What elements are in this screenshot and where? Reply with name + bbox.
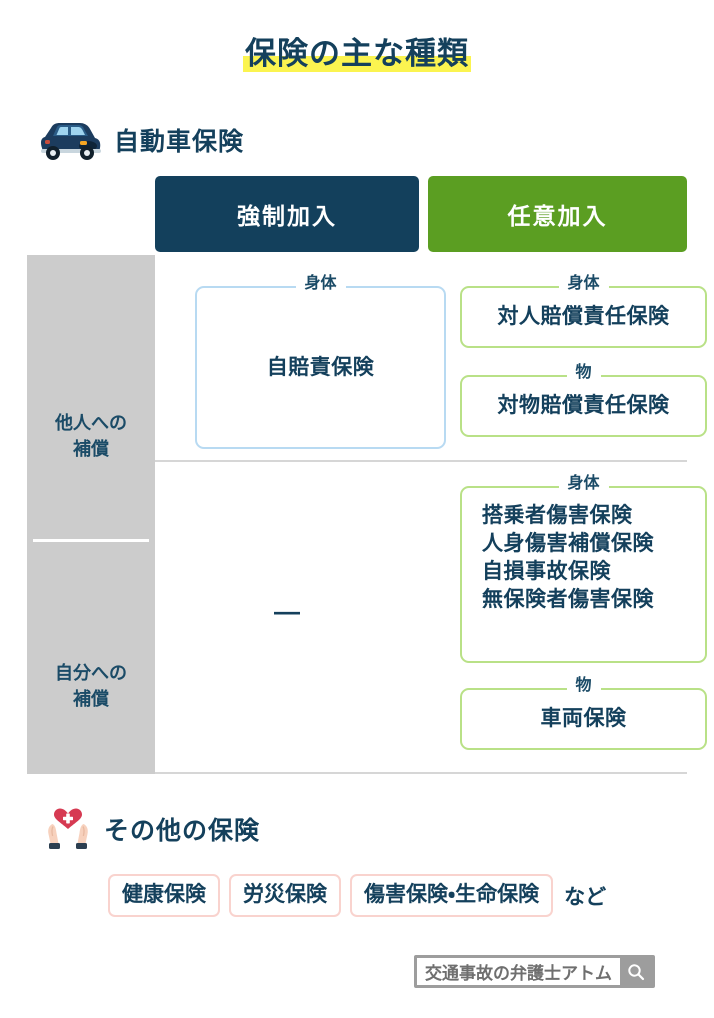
insurance-table: 強制加入 任意加入 他人への 補償 自分への 補償 身体 自賠責保険 身体 対人…	[27, 176, 707, 774]
insurance-item: 自賠責保険	[266, 355, 375, 379]
row-label-self-line1: 自分への	[55, 663, 127, 683]
box-taijin-baisho: 身体 対人賠償責任保険	[460, 276, 707, 348]
box-taibutsu-baisho-legend: 物	[566, 365, 601, 381]
section-heading-car-label: 自動車保険	[114, 128, 245, 156]
insurance-item: 無保険者傷害保険	[482, 587, 654, 611]
box-shatai-hoken-body: 車両保険	[462, 690, 705, 748]
insurance-item: 自損事故保険	[482, 559, 611, 583]
box-self-body-coverage-body: 搭乗者傷害保険 人身傷害補償保険 自損事故保険 無保険者傷害保険	[462, 502, 705, 614]
section-heading-other: その他の保険	[42, 806, 260, 852]
row-separator-middle	[155, 460, 687, 462]
column-header-optional-label: 任意加入	[507, 203, 608, 229]
mandatory-none-placeholder: —	[274, 596, 300, 626]
box-taibutsu-baisho-body: 対物賠償責任保険	[462, 377, 705, 435]
column-header-optional: 任意加入	[428, 176, 687, 252]
page-title-wrap: 保険の主な種類	[0, 36, 714, 72]
row-label-others-line2: 補償	[73, 439, 109, 460]
box-jibaiseki: 身体 自賠責保険	[195, 276, 446, 449]
watermark-search-box: 交通事故の弁護士アトム	[414, 955, 655, 988]
car-icon	[41, 123, 101, 160]
box-shatai-hoken: 物 車両保険	[460, 678, 707, 750]
tag-rosai-hoken: 労災保険	[229, 874, 341, 918]
tag-kenko-hoken: 健康保険	[108, 874, 220, 918]
row-label-self: 自分への 補償	[27, 660, 155, 712]
insurance-item: 人身傷害補償保険	[482, 531, 654, 555]
row-label-self-line2: 補償	[73, 689, 109, 710]
section-heading-car: 自動車保険	[36, 118, 244, 162]
row-label-others-line1: 他人への	[55, 413, 127, 433]
row-label-column: 他人への 補償 自分への 補償	[27, 255, 155, 774]
box-jibaiseki-body: 自賠責保険	[197, 288, 444, 447]
column-header-mandatory-label: 強制加入	[237, 203, 337, 229]
box-taibutsu-baisho: 物 対物賠償責任保険	[460, 365, 707, 437]
title-highlight	[243, 55, 471, 72]
box-taijin-baisho-body: 対人賠償責任保険	[462, 288, 705, 346]
watermark-text: 交通事故の弁護士アトム	[417, 958, 620, 985]
other-insurance-tags: 健康保険 労災保険 傷害保険・生命保険 など	[108, 874, 607, 918]
insurance-item: 対人賠償責任保険	[497, 305, 670, 329]
tag-shogai-seimei-hoken: 傷害保険・生命保険	[350, 874, 554, 918]
row-separator-bottom	[155, 772, 687, 774]
box-self-body-coverage: 身体 搭乗者傷害保険 人身傷害補償保険 自損事故保険 無保険者傷害保険	[460, 476, 707, 663]
box-taijin-baisho-legend: 身体	[558, 276, 609, 292]
column-header-mandatory: 強制加入	[155, 176, 419, 252]
row-label-divider	[33, 539, 149, 542]
insurance-item: 車両保険	[540, 707, 627, 731]
row-label-others: 他人への 補償	[27, 410, 155, 462]
table-header-row: 強制加入 任意加入	[27, 176, 687, 252]
insurance-item: 対物賠償責任保険	[497, 394, 670, 418]
box-self-body-coverage-legend: 身体	[558, 476, 609, 492]
search-icon	[620, 958, 652, 985]
page-title-text: 保険の主な種類	[245, 36, 469, 71]
page-title: 保険の主な種類	[243, 36, 471, 72]
tags-suffix: など	[564, 885, 607, 909]
box-shatai-hoken-legend: 物	[566, 678, 601, 694]
heart-in-hands-icon	[48, 808, 88, 849]
insurance-item: 搭乗者傷害保険	[482, 504, 633, 527]
box-jibaiseki-legend: 身体	[295, 276, 346, 292]
section-heading-other-label: その他の保険	[104, 817, 261, 845]
